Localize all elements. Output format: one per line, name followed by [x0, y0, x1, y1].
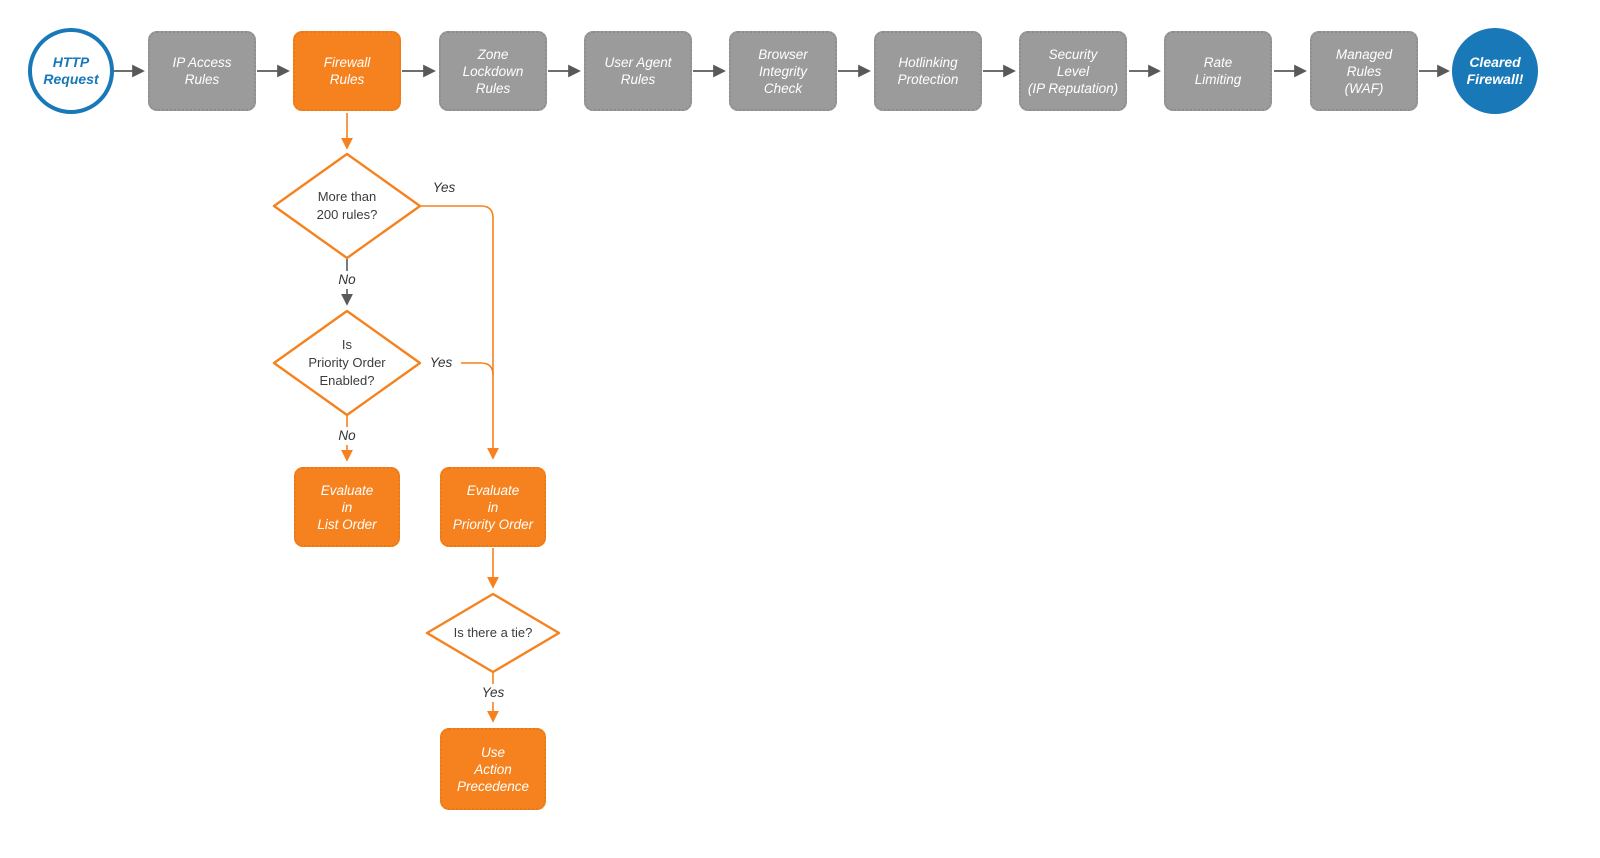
decision-3-label: Is there a tie?: [453, 625, 533, 640]
decision-2-diamond: [272, 309, 422, 417]
decision-1-label: More than 200 rules?: [316, 189, 378, 222]
decision-1-diamond: [272, 152, 422, 260]
edge-label-decision-2-yes: Yes: [421, 354, 461, 372]
action-node-evaluate-in-priority-order: Evaluate in Priority Order: [440, 467, 546, 547]
pipeline-node-firewall-rules: Firewall Rules: [293, 31, 401, 111]
arrow-decision-2-yes-join: [420, 362, 494, 376]
pipeline-node-rate-limiting: Rate Limiting: [1164, 31, 1272, 111]
pipeline-node-user-agent-rules: User Agent Rules: [584, 31, 692, 111]
arrow-decision-1-yes-to-priority-order: [420, 205, 499, 460]
edge-label-decision-2-no: No: [327, 427, 367, 445]
start-node-http-request: HTTP Request: [28, 28, 114, 114]
pipeline-node-zone-lockdown-rules: Zone Lockdown Rules: [439, 31, 547, 111]
action-node-evaluate-in-list-order: Evaluate in List Order: [294, 467, 400, 547]
edge-label-decision-3-yes: Yes: [473, 684, 513, 702]
action-node-use-action-precedence: Use Action Precedence: [440, 728, 546, 810]
decision-3-diamond: [425, 592, 561, 674]
pipeline-node-browser-integrity-check: Browser Integrity Check: [729, 31, 837, 111]
decision-2-label: Is Priority Order Enabled?: [308, 337, 386, 388]
pipeline-node-ip-access-rules: IP Access Rules: [148, 31, 256, 111]
pipeline-node-managed-rules-waf: Managed Rules (WAF): [1310, 31, 1418, 111]
end-node-cleared-firewall: Cleared Firewall!: [1452, 28, 1538, 114]
pipeline-node-hotlinking-protection: Hotlinking Protection: [874, 31, 982, 111]
edge-label-decision-1-yes: Yes: [432, 180, 456, 195]
pipeline-node-security-level: Security Level (IP Reputation): [1019, 31, 1127, 111]
edge-label-decision-1-no: No: [327, 271, 367, 289]
